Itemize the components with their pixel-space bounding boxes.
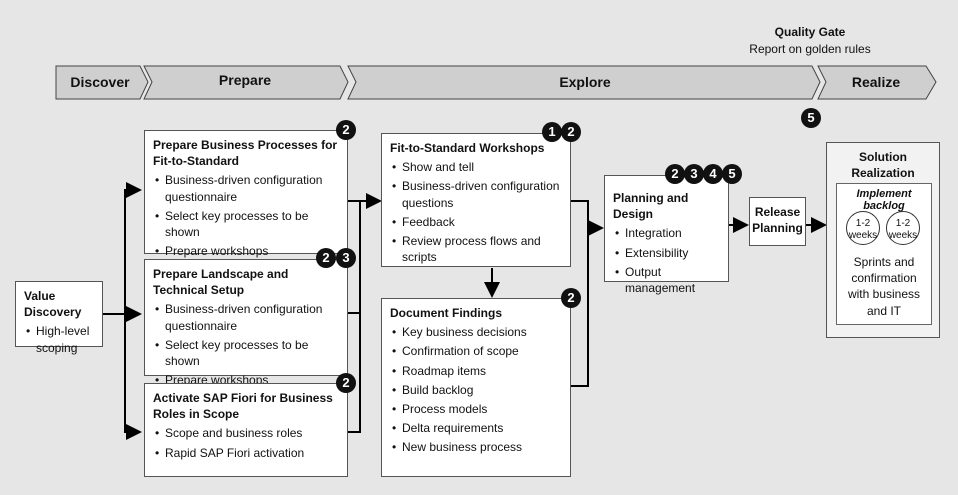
prepare-business-box: Prepare Business Processes for Fit-to-St… <box>144 130 348 260</box>
phase-chevron-discover <box>55 65 149 100</box>
fit-to-standard-box: Fit-to-Standard Workshops Show and tell … <box>381 133 571 267</box>
badge: 5 <box>722 164 742 184</box>
badge: 2 <box>561 122 581 142</box>
phase-explore: Explore <box>559 74 611 90</box>
list-item: Output management <box>615 264 720 296</box>
document-findings-box: Document Findings Key business decisions… <box>381 298 571 477</box>
prepare-business-title: Prepare Business Processes for Fit-to-St… <box>153 138 338 169</box>
badge: 3 <box>684 164 704 184</box>
list-item: Confirmation of scope <box>392 343 562 359</box>
implement-backlog-panel: Implement backlog Sprints and confirmati… <box>836 183 932 325</box>
fit-to-standard-title: Fit-to-Standard Workshops <box>390 141 545 155</box>
list-item: Roadmap items <box>392 363 562 379</box>
badge: 4 <box>703 164 723 184</box>
release-planning-box: Release Planning <box>749 197 806 246</box>
sprint-cycle: 1-2 weeks <box>846 211 880 245</box>
list-item: New business process <box>392 439 562 455</box>
prepare-landscape-box: Prepare Landscape and Technical Setup Bu… <box>144 259 348 389</box>
badge: 1 <box>542 122 562 142</box>
badge: 2 <box>316 248 336 268</box>
phase-chevron-explore <box>347 65 821 100</box>
solution-realization-title: Solution Realization <box>851 150 915 181</box>
planning-design-box: Planning and Design Integration Extensib… <box>604 175 729 295</box>
badge: 2 <box>561 288 581 308</box>
badge: 2 <box>336 373 356 393</box>
phase-prepare: Prepare <box>218 72 272 88</box>
activate-fiori-box: Activate SAP Fiori for Business Roles in… <box>144 383 348 477</box>
list-item: Review process flows and scripts <box>392 233 562 265</box>
phase-discover: Discover <box>70 74 130 90</box>
list-item: Scope and business roles <box>155 425 339 441</box>
value-discovery-title: Value Discovery <box>24 289 82 320</box>
list-item: Process models <box>392 401 562 417</box>
phase-realize: Realize <box>851 74 901 90</box>
badge: 2 <box>336 120 356 140</box>
value-discovery-box: Value Discovery High-level scoping <box>15 281 103 355</box>
prepare-landscape-title: Prepare Landscape and Technical Setup <box>153 267 289 298</box>
sprint-cycle: 1-2 weeks <box>886 211 920 245</box>
list-item: Business-driven configuration questionna… <box>155 301 339 333</box>
list-item: Rapid SAP Fiori activation <box>155 445 339 461</box>
badge: 2 <box>665 164 685 184</box>
list-item: Select key processes to be shown <box>155 208 339 240</box>
list-item: Key business decisions <box>392 324 562 340</box>
list-item: Feedback <box>392 214 562 230</box>
phase-chevron-realize <box>817 65 937 100</box>
quality-gate-subtitle: Report on golden rules <box>749 41 871 56</box>
implement-backlog-title: Implement backlog <box>856 188 912 212</box>
quality-gate-badge: 5 <box>801 108 821 128</box>
list-item: Extensibility <box>615 245 720 261</box>
list-item: Select key processes to be shown <box>155 337 339 369</box>
list-item: Show and tell <box>392 159 562 175</box>
quality-gate-title: Quality Gate <box>774 25 846 39</box>
release-planning-title: Release Planning <box>752 205 803 236</box>
list-item: High-level scoping <box>26 323 94 355</box>
list-item: Prepare workshops <box>155 243 339 259</box>
list-item: Business-driven configuration questions <box>392 178 562 210</box>
list-item: Build backlog <box>392 382 562 398</box>
activate-fiori-title: Activate SAP Fiori for Business Roles in… <box>153 391 333 422</box>
list-item: Business-driven configuration questionna… <box>155 172 339 204</box>
planning-design-title: Planning and Design <box>613 191 689 222</box>
quality-gate: Quality Gate Report on golden rules <box>740 24 880 58</box>
list-item: Integration <box>615 225 720 241</box>
phase-chevron-prepare <box>143 65 349 100</box>
badge: 3 <box>336 248 356 268</box>
list-item: Delta requirements <box>392 420 562 436</box>
document-findings-title: Document Findings <box>390 306 502 320</box>
sprints-description: Sprints and confirmation with business a… <box>847 255 921 318</box>
